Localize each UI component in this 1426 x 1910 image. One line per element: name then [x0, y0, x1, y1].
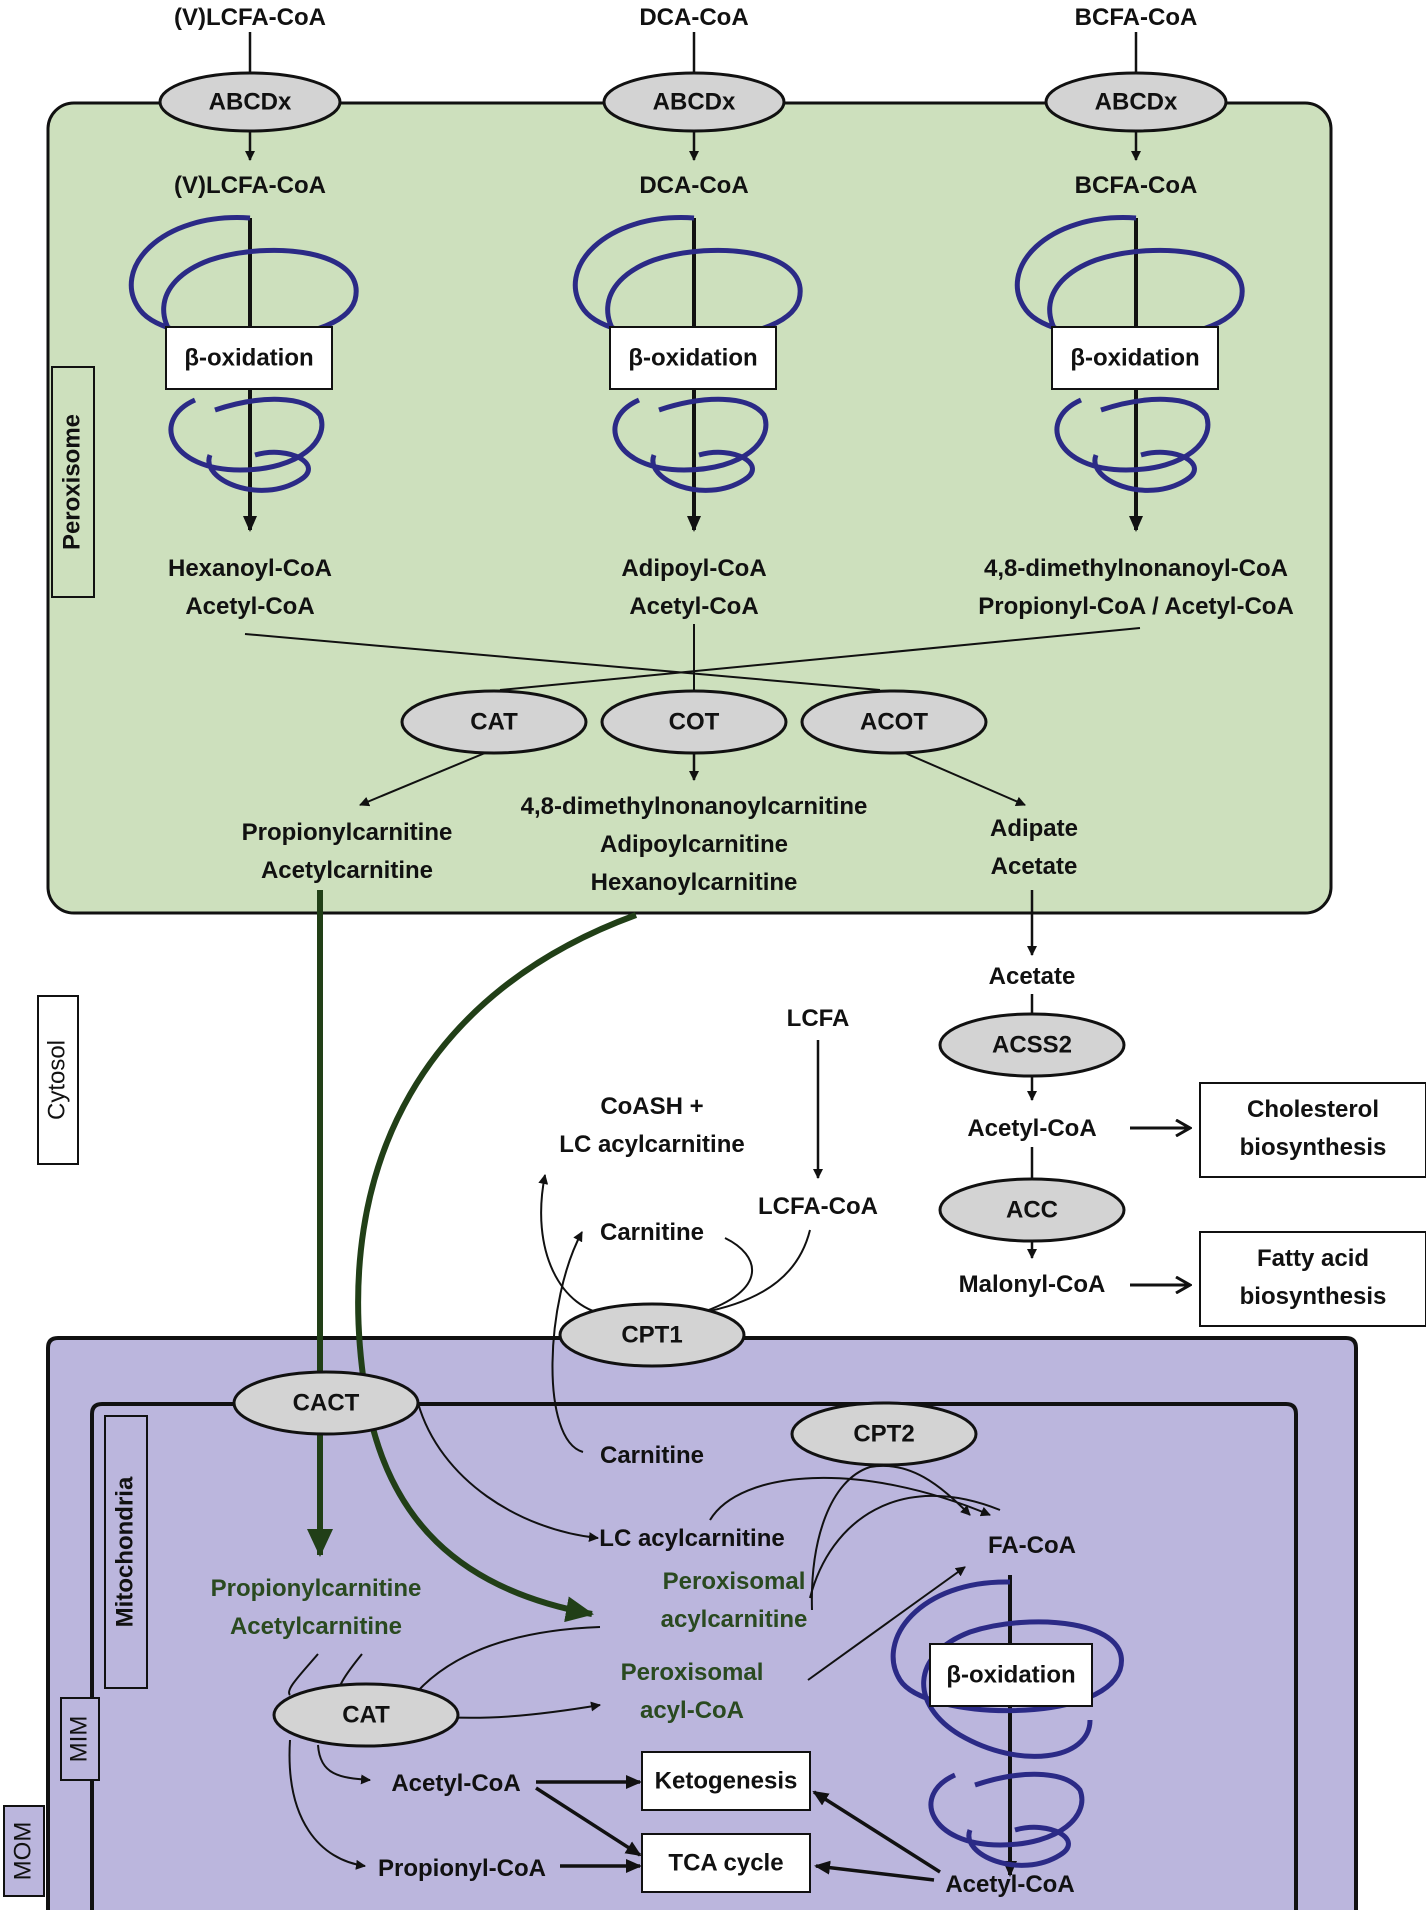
beta-oxidation-spiral-1: β-oxidation — [128, 215, 359, 532]
svg-text:β-oxidation: β-oxidation — [184, 344, 313, 371]
product-hexanoyl-coa: Hexanoyl-CoA — [168, 555, 332, 582]
acetylcarnitine-mito: Acetylcarnitine — [230, 1613, 402, 1640]
fa-coa: FA-CoA — [988, 1532, 1076, 1559]
svg-text:ACSS2: ACSS2 — [992, 1031, 1072, 1058]
cpt2-enzyme: CPT2 — [790, 1401, 978, 1467]
hexanoylcarnitine: Hexanoylcarnitine — [591, 869, 798, 896]
svg-text:Cholesterol: Cholesterol — [1247, 1096, 1379, 1123]
acetate-perox: Acetate — [991, 853, 1078, 880]
svg-text:Peroxisome: Peroxisome — [58, 414, 85, 550]
svg-text:β-oxidation: β-oxidation — [628, 344, 757, 371]
product-dimethylnonanoyl-coa: 4,8-dimethylnonanoyl-CoA — [984, 555, 1288, 582]
svg-text:biosynthesis: biosynthesis — [1240, 1283, 1387, 1310]
coash-plus: CoASH + — [600, 1093, 703, 1120]
svg-text:ABCDx: ABCDx — [1095, 88, 1178, 115]
cholesterol-biosynthesis-box: Cholesterol biosynthesis — [1199, 1082, 1426, 1178]
svg-text:COT: COT — [669, 708, 720, 735]
acetylcarnitine-perox: Acetylcarnitine — [261, 857, 433, 884]
svg-text:CAT: CAT — [470, 708, 518, 735]
acot-enzyme: ACOT — [800, 689, 988, 755]
beta-oxidation-spiral-2: β-oxidation — [572, 215, 803, 532]
product-acetyl-coa-1: Acetyl-CoA — [185, 593, 314, 620]
svg-text:β-oxidation: β-oxidation — [1070, 344, 1199, 371]
svg-text:CACT: CACT — [293, 1389, 360, 1416]
svg-text:ABCDx: ABCDx — [209, 88, 292, 115]
mito-inner-membrane — [90, 1402, 1298, 1910]
svg-text:MIM: MIM — [65, 1716, 92, 1763]
dimethylnonanoylcarnitine: 4,8-dimethylnonanoylcarnitine — [521, 793, 868, 820]
fatty-acid-biosynthesis-box: Fatty acid biosynthesis — [1199, 1231, 1426, 1327]
abcdx-transporter-2: ABCDx — [602, 71, 786, 133]
lc-acylcarnitine-cytosol: LC acylcarnitine — [559, 1131, 744, 1158]
acetyl-coa-mito-left: Acetyl-CoA — [391, 1770, 520, 1797]
peroxisome-compartment — [46, 101, 1333, 915]
product-propionyl-acetyl-coa: Propionyl-CoA / Acetyl-CoA — [978, 593, 1294, 620]
substrate-bcfa-top: BCFA-CoA — [1075, 4, 1198, 31]
substrate-dca-top: DCA-CoA — [639, 4, 748, 31]
beta-oxidation-spiral-4: β-oxidation — [890, 1575, 1124, 1877]
acetyl-coa-cytosol: Acetyl-CoA — [967, 1115, 1096, 1142]
cot-enzyme: COT — [600, 689, 788, 755]
svg-text:biosynthesis: biosynthesis — [1240, 1134, 1387, 1161]
cpt1-enzyme: CPT1 — [558, 1302, 746, 1368]
peroxisomal-acylcarnitine-2: acylcarnitine — [661, 1606, 808, 1633]
peroxisomal-acylcoa-2: acyl-CoA — [640, 1697, 744, 1724]
svg-text:Ketogenesis: Ketogenesis — [655, 1767, 798, 1794]
svg-text:CPT1: CPT1 — [621, 1321, 682, 1348]
substrate-dca-inside: DCA-CoA — [639, 172, 748, 199]
cytosol-label: Cytosol — [37, 995, 79, 1165]
acetyl-coa-mito-right: Acetyl-CoA — [945, 1871, 1074, 1898]
svg-text:Mitochondria: Mitochondria — [111, 1476, 138, 1627]
propionyl-coa: Propionyl-CoA — [378, 1855, 546, 1882]
svg-text:MOM: MOM — [9, 1822, 36, 1881]
mitochondria-label: Mitochondria — [104, 1415, 148, 1689]
tca-cycle-box: TCA cycle — [641, 1833, 811, 1893]
malonyl-coa: Malonyl-CoA — [959, 1271, 1106, 1298]
cat-mito-enzyme: CAT — [272, 1682, 460, 1748]
substrate-bcfa-inside: BCFA-CoA — [1075, 172, 1198, 199]
svg-text:ACC: ACC — [1006, 1196, 1058, 1223]
cact-transporter: CACT — [232, 1370, 420, 1436]
adipoylcarnitine: Adipoylcarnitine — [600, 831, 788, 858]
substrate-vlcfa-top: (V)LCFA-CoA — [174, 4, 326, 31]
propionylcarnitine-mito: Propionylcarnitine — [211, 1575, 422, 1602]
adipate: Adipate — [990, 815, 1078, 842]
lcfa: LCFA — [787, 1005, 850, 1032]
lc-acylcarnitine-mito: LC acylcarnitine — [599, 1525, 784, 1552]
svg-text:CPT2: CPT2 — [853, 1420, 914, 1447]
lcfa-coa: LCFA-CoA — [758, 1193, 878, 1220]
mim-label: MIM — [60, 1697, 100, 1781]
peroxisome-label: Peroxisome — [51, 366, 95, 598]
peroxisomal-acylcarnitine-1: Peroxisomal — [663, 1568, 806, 1595]
abcdx-transporter-3: ABCDx — [1044, 71, 1228, 133]
acetate-cytosol: Acetate — [989, 963, 1076, 990]
svg-text:CAT: CAT — [342, 1701, 390, 1728]
svg-text:TCA cycle: TCA cycle — [668, 1849, 783, 1876]
mom-label: MOM — [3, 1805, 45, 1897]
svg-text:β-oxidation: β-oxidation — [946, 1661, 1075, 1688]
acc-enzyme: ACC — [938, 1177, 1126, 1243]
svg-text:ABCDx: ABCDx — [653, 88, 736, 115]
propionylcarnitine-perox: Propionylcarnitine — [242, 819, 453, 846]
substrate-vlcfa-inside: (V)LCFA-CoA — [174, 172, 326, 199]
svg-text:Fatty acid: Fatty acid — [1257, 1245, 1369, 1272]
cat-enzyme: CAT — [400, 689, 588, 755]
beta-oxidation-spiral-3: β-oxidation — [1014, 215, 1245, 532]
acss2-enzyme: ACSS2 — [938, 1012, 1126, 1078]
svg-text:ACOT: ACOT — [860, 708, 928, 735]
product-adipoyl-coa: Adipoyl-CoA — [621, 555, 766, 582]
peroxisomal-acylcoa-1: Peroxisomal — [621, 1659, 764, 1686]
carnitine-cytosol: Carnitine — [600, 1219, 704, 1246]
ketogenesis-box: Ketogenesis — [641, 1751, 811, 1811]
svg-text:Cytosol: Cytosol — [43, 1040, 70, 1120]
carnitine-mito: Carnitine — [600, 1442, 704, 1469]
product-acetyl-coa-2: Acetyl-CoA — [629, 593, 758, 620]
abcdx-transporter-1: ABCDx — [158, 71, 342, 133]
